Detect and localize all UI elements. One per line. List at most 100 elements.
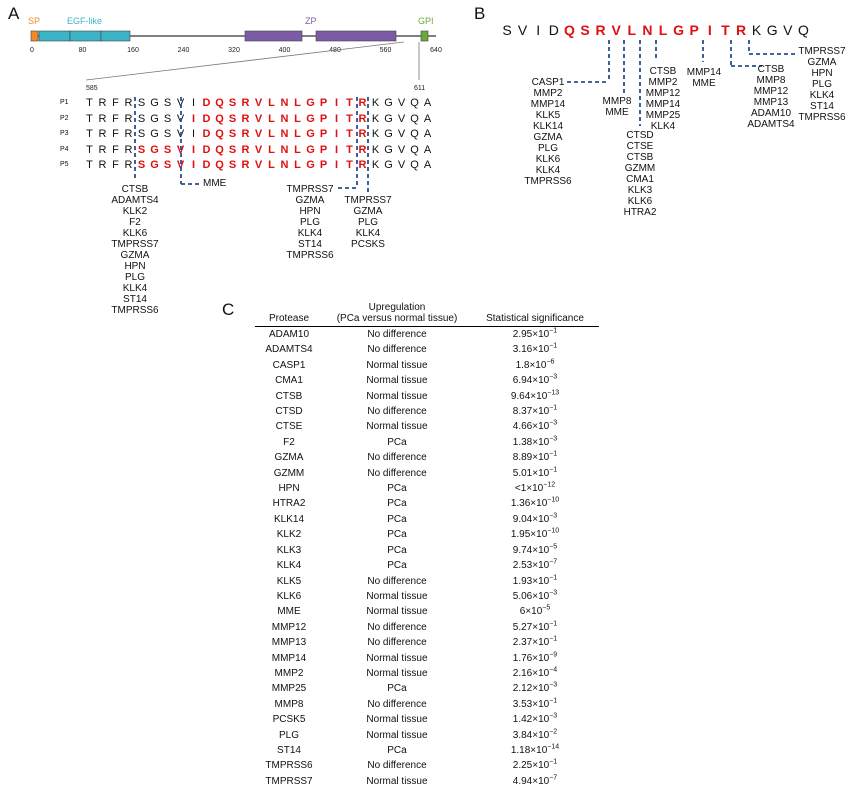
- upregulation-cell: PCa: [323, 558, 471, 573]
- significance-cell: 1.38×10−3: [471, 435, 599, 450]
- upregulation-cell: No difference: [323, 450, 471, 465]
- protease-cell: CTSB: [255, 389, 323, 404]
- significance-cell: 1.36×10−10: [471, 496, 599, 511]
- significance-cell: 6.94×10−3: [471, 373, 599, 388]
- upregulation-cell: No difference: [323, 327, 471, 343]
- protease-cell: KLK2: [255, 527, 323, 542]
- significance-cell: 9.74×10−5: [471, 543, 599, 558]
- upregulation-cell: Normal tissue: [323, 589, 471, 604]
- significance-cell: 2.37×10−1: [471, 635, 599, 650]
- enzyme-name: MME: [597, 107, 637, 118]
- enzyme-name: MMP12: [744, 86, 798, 97]
- header-upregulation-line2: (PCa versus normal tissue): [337, 313, 458, 324]
- upregulation-cell: Normal tissue: [323, 666, 471, 681]
- significance-cell: 2.12×10−3: [471, 681, 599, 696]
- protease-cell: F2: [255, 435, 323, 450]
- header-significance: Statistical significance: [471, 302, 599, 327]
- protease-cell: KLK4: [255, 558, 323, 573]
- significance-cell: 5.01×10−1: [471, 466, 599, 481]
- significance-cell: 2.53×10−7: [471, 558, 599, 573]
- upregulation-cell: No difference: [323, 635, 471, 650]
- significance-cell: 9.04×10−3: [471, 512, 599, 527]
- enzyme-name: MMP2: [517, 88, 579, 99]
- enzyme-name: GZMA: [794, 57, 850, 68]
- significance-cell: 9.64×10−13: [471, 389, 599, 404]
- enzyme-name: ST14: [794, 101, 850, 112]
- protease-cell: KLK5: [255, 574, 323, 589]
- upregulation-cell: PCa: [323, 543, 471, 558]
- enzyme-name: TMPRSS6: [95, 305, 175, 316]
- protease-cell: MMP14: [255, 651, 323, 666]
- significance-cell: 5.06×10−3: [471, 589, 599, 604]
- significance-cell: 2.95×10−1: [471, 327, 599, 343]
- significance-cell: 2.25×10−1: [471, 758, 599, 773]
- upregulation-cell: No difference: [323, 758, 471, 773]
- significance-cell: 8.89×10−1: [471, 450, 599, 465]
- significance-cell: 4.94×10−7: [471, 774, 599, 789]
- enzyme-name: ADAM10: [744, 108, 798, 119]
- enzyme-name: PLG: [794, 79, 850, 90]
- enzyme-name: CTSB: [641, 66, 685, 77]
- upregulation-cell: No difference: [323, 342, 471, 357]
- enzyme-name: KLK5: [517, 110, 579, 121]
- enzyme-name: GZMM: [615, 163, 665, 174]
- upregulation-cell: No difference: [323, 404, 471, 419]
- protease-cell: MMP12: [255, 620, 323, 635]
- enzyme-name: MMP2: [641, 77, 685, 88]
- upregulation-cell: Normal tissue: [323, 604, 471, 619]
- upregulation-cell: PCa: [323, 512, 471, 527]
- header-protease: Protease: [255, 302, 323, 327]
- upregulation-cell: PCa: [323, 481, 471, 496]
- significance-cell: 2.16×10−4: [471, 666, 599, 681]
- protease-cell: ADAMTS4: [255, 342, 323, 357]
- upregulation-cell: Normal tissue: [323, 419, 471, 434]
- significance-cell: 1.95×10−10: [471, 527, 599, 542]
- enzyme-name: CMA1: [615, 174, 665, 185]
- upregulation-cell: Normal tissue: [323, 651, 471, 666]
- upregulation-cell: PCa: [323, 527, 471, 542]
- protease-cell: HPN: [255, 481, 323, 496]
- significance-cell: 1.8×10−6: [471, 358, 599, 373]
- enzyme-name: HPN: [794, 68, 850, 79]
- protease-cell: MMP25: [255, 681, 323, 696]
- protease-cell: MMP13: [255, 635, 323, 650]
- upregulation-cell: No difference: [323, 697, 471, 712]
- upregulation-cell: Normal tissue: [323, 774, 471, 789]
- upregulation-cell: Normal tissue: [323, 728, 471, 743]
- upregulation-cell: No difference: [323, 620, 471, 635]
- protease-cell: GZMA: [255, 450, 323, 465]
- protease-cell: TMPRSS7: [255, 774, 323, 789]
- enzyme-name: MMP25: [641, 110, 685, 121]
- protease-cell: MME: [255, 604, 323, 619]
- upregulation-cell: PCa: [323, 496, 471, 511]
- enzyme-name: PLG: [517, 143, 579, 154]
- significance-cell: <1×10−12: [471, 481, 599, 496]
- enzyme-name: MMP14: [641, 99, 685, 110]
- enzyme-name: CTSB: [744, 64, 798, 75]
- enzyme-name: CTSD: [615, 130, 665, 141]
- enzyme-name: GZMA: [517, 132, 579, 143]
- protease-cell: HTRA2: [255, 496, 323, 511]
